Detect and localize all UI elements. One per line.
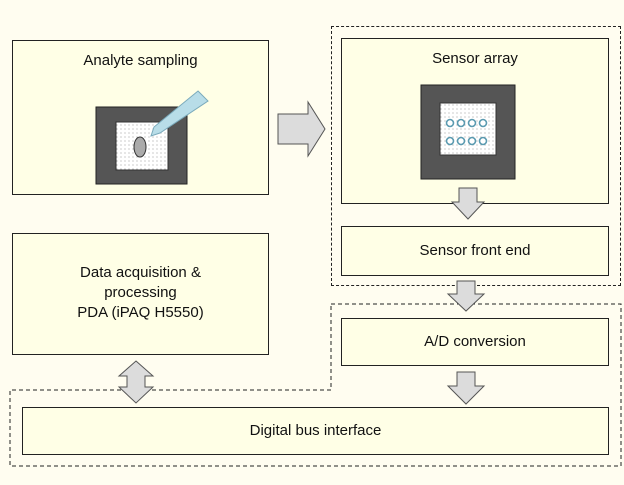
arrow-sensor-to-frontend	[450, 187, 486, 220]
sensor-chip-surface	[439, 102, 497, 156]
arrow-pda-bus-bidirectional	[117, 360, 155, 404]
digital-bus-label: Digital bus interface	[249, 422, 382, 439]
pipette-icon	[150, 90, 209, 137]
ad-conversion-label: A/D conversion	[424, 333, 526, 350]
sensor-front-end-block: Sensor front end	[341, 226, 609, 276]
arrow-frontend-to-ad	[446, 280, 486, 312]
analyte-sampling-label: Analyte sampling	[83, 52, 198, 69]
data-acquisition-line1: Data acquisition &	[80, 264, 201, 281]
sensor-front-end-label: Sensor front end	[419, 242, 531, 259]
analyte-droplet	[133, 136, 147, 158]
data-acquisition-block: Data acquisition & processing PDA (iPAQ …	[12, 233, 269, 355]
sensor-elements	[445, 118, 488, 146]
arrow-ad-to-bus	[446, 371, 486, 405]
ad-conversion-block: A/D conversion	[341, 318, 609, 366]
data-acquisition-line3: PDA (iPAQ H5550)	[77, 304, 204, 321]
sensor-module-boundary	[331, 26, 621, 286]
data-acquisition-line2: processing	[104, 284, 177, 301]
digital-bus-block: Digital bus interface	[22, 407, 609, 455]
sensor-array-label: Sensor array	[432, 50, 518, 67]
arrow-sampling-to-sensor	[277, 100, 326, 158]
